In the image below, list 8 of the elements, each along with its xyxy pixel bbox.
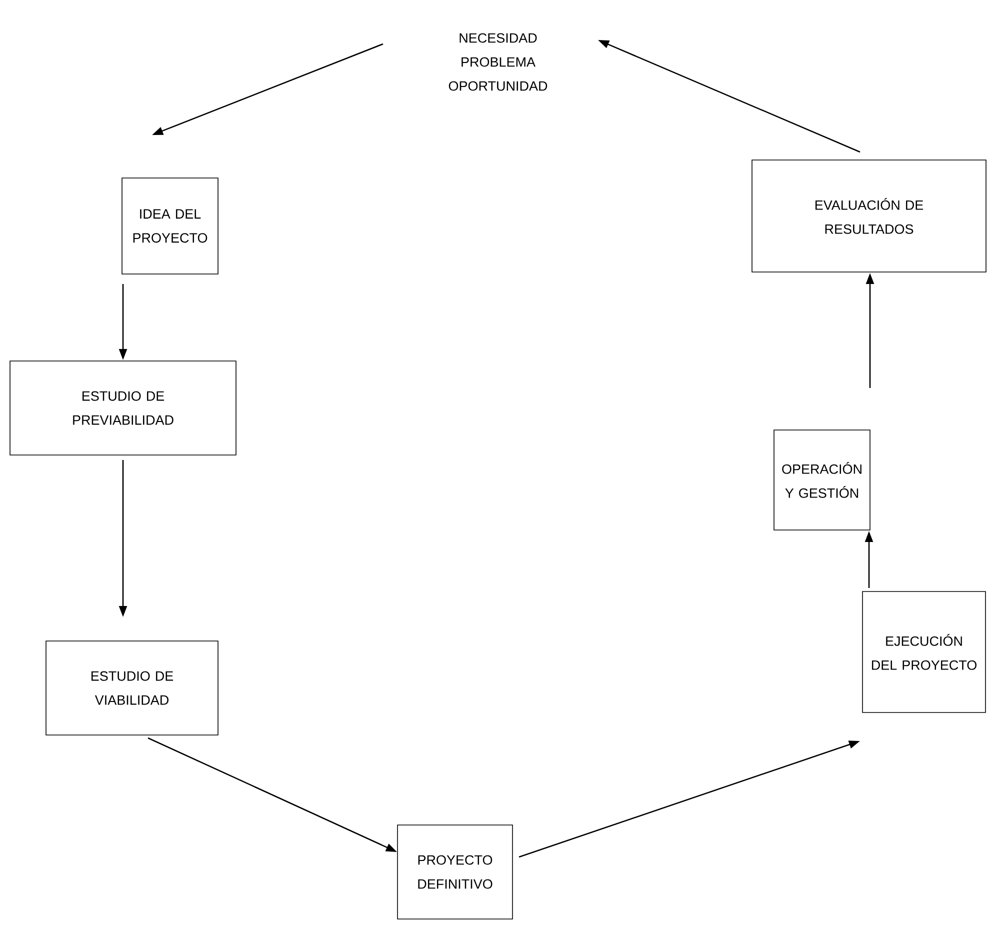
start-text: NECESIDAD PROBLEMA OPORTUNIDAD bbox=[448, 33, 548, 91]
process-box: IDEA DEL PROYECTO bbox=[122, 178, 218, 274]
process-box: PROYECTO DEFINITIVO bbox=[397, 824, 513, 920]
process-box: EJECUCIÓN DEL PROYECTO bbox=[862, 591, 986, 713]
process-box: ESTUDIO DE VIABILIDAD bbox=[46, 640, 218, 736]
process-box: EVALUACIÓN DE RESULTADOS bbox=[752, 160, 986, 272]
process-box: OPERACIÓN Y GESTIÓN bbox=[774, 430, 870, 530]
process-box: ESTUDIO DE PREVIABILIDAD bbox=[10, 360, 236, 456]
